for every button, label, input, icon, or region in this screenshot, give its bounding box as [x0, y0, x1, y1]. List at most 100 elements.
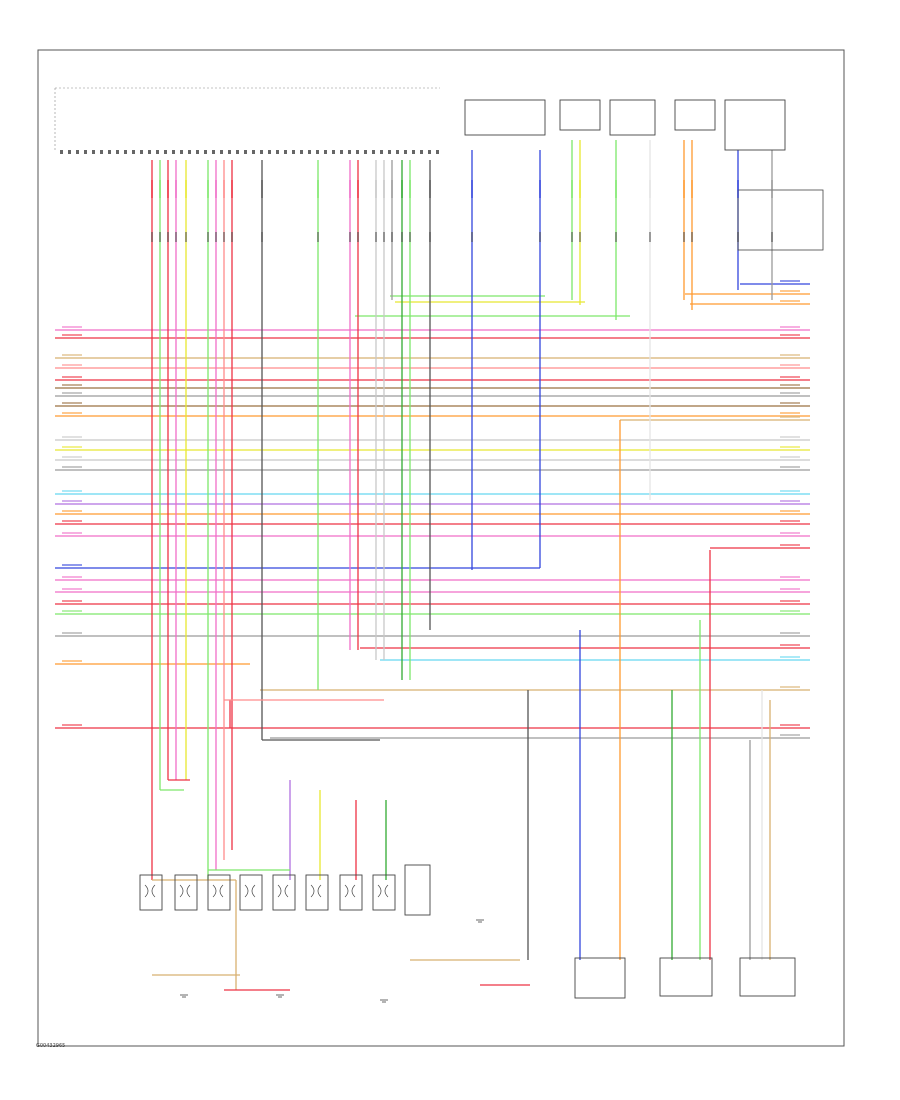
injector-coil-symbol: [377, 884, 389, 898]
connector-pin: [300, 150, 303, 154]
wire-tag-top: [539, 180, 541, 198]
wire-tag-right: [780, 632, 800, 634]
wire-tag-top: [357, 180, 359, 198]
wire-tag-top: [401, 180, 403, 198]
injector-coil-symbol: [212, 884, 224, 898]
wire-tag-left: [62, 402, 82, 404]
connector-pin: [236, 150, 239, 154]
wire-tag-top: [215, 180, 217, 198]
wire-tag-top: [167, 232, 169, 242]
wire-tag-right: [780, 436, 800, 438]
wire-tag-left: [62, 466, 82, 468]
wire-tag-top: [383, 232, 385, 242]
wire-tag-left: [62, 334, 82, 336]
connector-pin: [396, 150, 399, 154]
connector-pin: [124, 150, 127, 154]
wire-tag-top: [185, 232, 187, 242]
connector-pin: [388, 150, 391, 154]
wire-tag-top: [151, 180, 153, 198]
wire-tag-top: [691, 180, 693, 198]
wire-tag-right: [780, 354, 800, 356]
wire-tag-right: [780, 734, 800, 736]
injector-coil-symbol: [310, 884, 322, 898]
wire-tag-right: [780, 416, 800, 418]
wire-tag-top: [615, 232, 617, 242]
wire-tag-top: [375, 180, 377, 198]
connector-pin: [180, 150, 183, 154]
vertical-wires: [151, 140, 773, 991]
wire-tag-top: [771, 180, 773, 198]
wire-tag-top: [571, 232, 573, 242]
connector-pin: [212, 150, 215, 154]
bottom-component-box: [739, 957, 796, 997]
connector-pin: [188, 150, 191, 154]
wire-tag-top: [391, 180, 393, 198]
wire-tag-right: [780, 544, 800, 546]
connector-pin: [412, 150, 415, 154]
connector-pin: [364, 150, 367, 154]
connector-pin: [108, 150, 111, 154]
wire-tag-left: [62, 588, 82, 590]
wire-tag-left: [62, 564, 82, 566]
wire-tag-top: [175, 180, 177, 198]
wire-tag-top: [215, 232, 217, 242]
wire-tag-top: [383, 180, 385, 198]
components: [54, 87, 824, 1003]
connector-pin: [380, 150, 383, 154]
wire-tag-right: [780, 326, 800, 328]
wire-tag-right: [780, 456, 800, 458]
injector-coil-symbol: [344, 884, 356, 898]
connector-pin: [228, 150, 231, 154]
wire-tag-top: [159, 232, 161, 242]
connector-pin: [268, 150, 271, 154]
wire-tag-left: [62, 632, 82, 634]
wire-tag-left: [62, 610, 82, 612]
connector-pin: [356, 150, 359, 154]
connector-pin: [84, 150, 87, 154]
wire-tag-top: [649, 180, 651, 198]
bottom-component-box: [659, 957, 713, 997]
connector-pin: [116, 150, 119, 154]
wire-tag-right: [780, 656, 800, 658]
wire-tag-top: [375, 232, 377, 242]
wire-tag-right: [780, 576, 800, 578]
connector-pin: [172, 150, 175, 154]
top-relay-box: [559, 99, 601, 131]
fuel-injector: [372, 874, 396, 911]
wire-tag-right: [780, 280, 800, 282]
wire-tag-left: [62, 436, 82, 438]
wire-tag-top: [615, 180, 617, 198]
diagram-frame: [37, 49, 845, 1047]
wire-tag-top: [391, 232, 393, 242]
connector-pin: [428, 150, 431, 154]
connector-pin: [340, 150, 343, 154]
wire-tag-top: [737, 232, 739, 242]
connector-pin: [404, 150, 407, 154]
wire-tag-top: [207, 180, 209, 198]
wire-tag-top: [691, 232, 693, 242]
wire-tag-top: [737, 180, 739, 198]
wire-tag-right: [780, 376, 800, 378]
wire-tag-right: [780, 466, 800, 468]
wire-tag-right: [780, 644, 800, 646]
wire-tag-right: [780, 686, 800, 688]
connector-pin: [244, 150, 247, 154]
wire-tag-top: [409, 232, 411, 242]
wire-labels: [62, 180, 800, 736]
connector-pin: [196, 150, 199, 154]
wire-tag-left: [62, 354, 82, 356]
horizontal-wires: [55, 283, 810, 739]
injector-coil-symbol: [179, 884, 191, 898]
top-relay-box: [609, 99, 656, 136]
wire-tag-top: [579, 232, 581, 242]
injector-coil-symbol: [244, 884, 256, 898]
wire-tag-top: [231, 232, 233, 242]
connector-pin: [284, 150, 287, 154]
injector-coil-symbol: [277, 884, 289, 898]
wire-tag-right: [780, 510, 800, 512]
connector-pin: [100, 150, 103, 154]
fuel-injector: [174, 874, 198, 911]
wire-tag-right: [780, 610, 800, 612]
wire-tag-left: [62, 724, 82, 726]
connector-pin: [332, 150, 335, 154]
